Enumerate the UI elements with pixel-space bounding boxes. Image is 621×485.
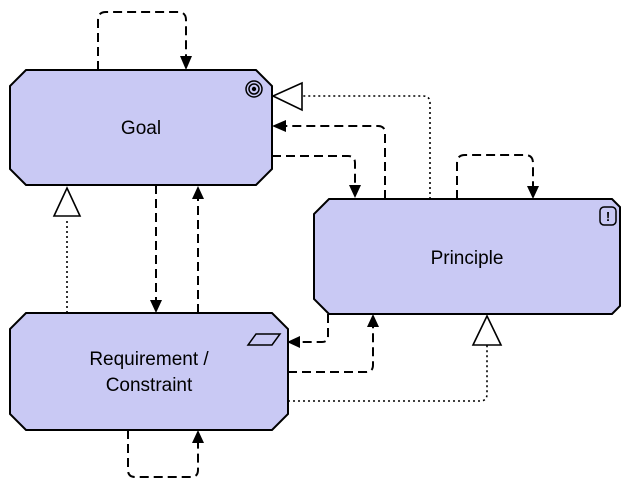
principle-to-requirement-arrowhead: [287, 336, 300, 348]
principle-to-goal-arrowhead: [272, 120, 286, 132]
goal-node-shape: [9, 69, 273, 186]
requirement-self-loop-edge[interactable]: [127, 430, 199, 478]
principle-self-loop-edge[interactable]: [456, 154, 534, 199]
requirement-self-loop-arrowhead: [192, 430, 204, 443]
requirement-to-goal-arrowhead: [192, 186, 204, 199]
goal-to-principle-edge[interactable]: [272, 155, 356, 185]
principle-self-loop-arrowhead: [527, 186, 539, 199]
principle-realizes-goal-triangle: [271, 81, 303, 112]
requirement-to-principle-arrowhead: [367, 314, 379, 327]
requirement-node-shape: [9, 312, 289, 431]
principle-node[interactable]: ! Principle: [313, 198, 621, 315]
requirement-label-line2: Constraint: [106, 375, 193, 396]
requirement-label-line1: Requirement /: [89, 349, 209, 370]
principle-node-shape: [313, 198, 621, 315]
principle-to-goal-edge[interactable]: [286, 125, 386, 199]
requirement-parallelogram-icon: [246, 333, 282, 346]
principle-label: Principle: [431, 248, 504, 269]
principle-exclamation-icon: !: [599, 206, 617, 226]
principle-to-requirement-edge[interactable]: [300, 314, 329, 343]
goal-to-principle-arrowhead: [349, 185, 361, 198]
goal-self-loop-edge[interactable]: [97, 11, 187, 70]
requirement-realizes-principle-triangle: [471, 314, 503, 346]
goal-node[interactable]: Goal: [9, 69, 273, 186]
principle-realizes-goal-edge[interactable]: [303, 95, 431, 199]
goal-self-loop-arrowhead: [180, 56, 192, 70]
requirement-node[interactable]: Requirement / Constraint: [9, 312, 289, 431]
goal-target-icon: [245, 80, 263, 98]
goal-label: Goal: [121, 118, 161, 139]
requirement-to-principle-edge[interactable]: [288, 327, 374, 373]
svg-text:!: !: [606, 209, 610, 224]
requirement-realizes-goal-triangle: [52, 186, 82, 217]
goal-to-requirement-arrowhead: [150, 300, 162, 313]
